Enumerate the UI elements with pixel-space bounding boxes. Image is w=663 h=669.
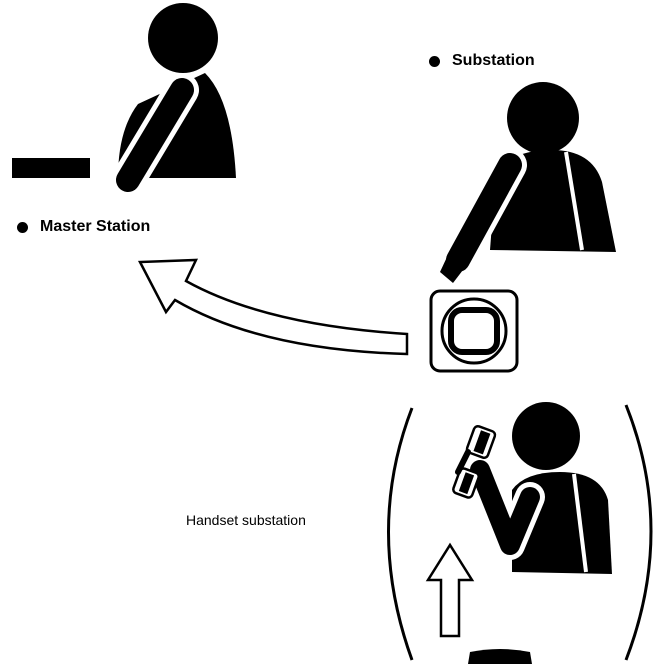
handset-substation-person-icon [452, 402, 612, 574]
handset-person-back-line [572, 473, 588, 573]
call-button-icon [429, 289, 519, 373]
substation-head [507, 82, 579, 154]
lift-handset-arrow-icon [425, 542, 475, 638]
master-station-person-icon [12, 3, 236, 197]
handset-base [468, 649, 532, 664]
handset-substation-label: Handset substation [186, 512, 306, 528]
substation-bullet-icon [429, 56, 440, 67]
master-desk [12, 158, 90, 178]
substation-back-line [564, 151, 584, 251]
substation-finger [440, 257, 466, 283]
call-direction-arrow-icon [137, 258, 409, 356]
handset-arm [470, 460, 540, 555]
substation-label: Substation [452, 52, 535, 69]
left-bracket [387, 407, 414, 661]
master-head [148, 3, 218, 73]
right-bracket [624, 404, 653, 661]
handset-icon [452, 424, 497, 499]
master-arm-fill [116, 78, 194, 192]
master-station-label: Master Station [40, 218, 151, 235]
substation-person-icon [440, 82, 616, 283]
master-station-bullet-icon [17, 222, 28, 233]
handset-person-head [512, 402, 580, 470]
substation-arm [446, 153, 522, 272]
